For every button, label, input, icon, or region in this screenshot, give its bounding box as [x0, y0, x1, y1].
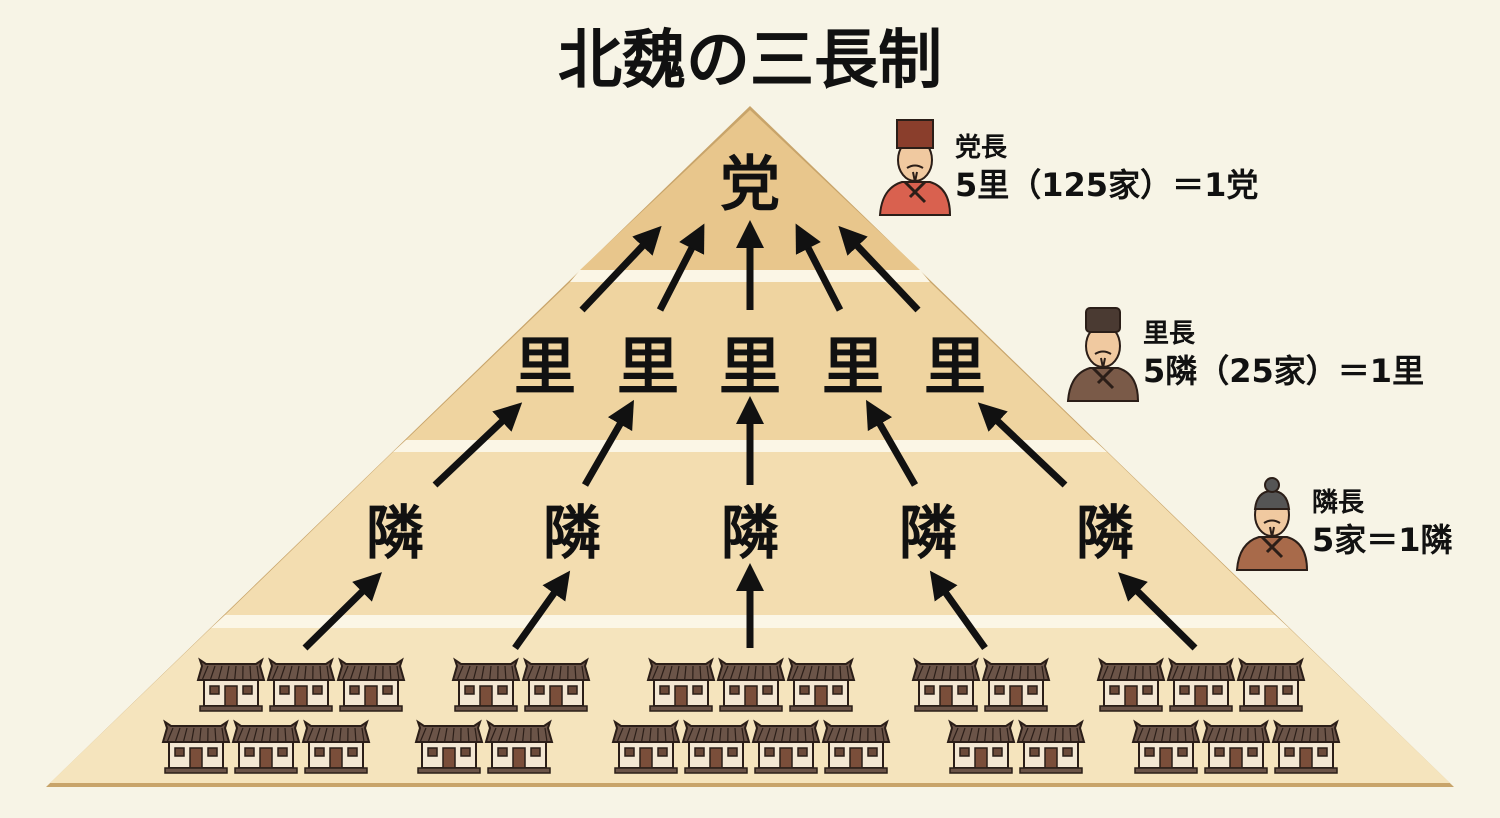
house-icon — [196, 657, 266, 712]
robe-icon — [1066, 367, 1140, 402]
house-icon — [1236, 657, 1306, 712]
house-icon — [1131, 719, 1201, 774]
dang-label: 党 — [720, 150, 780, 220]
house-icon — [1271, 719, 1341, 774]
li-label: 里 — [822, 330, 884, 403]
arrow-up — [795, 223, 844, 312]
official-title: 里長 — [1143, 319, 1196, 349]
house-icon — [484, 719, 554, 774]
house-icon — [231, 719, 301, 774]
hat-icon — [896, 119, 934, 149]
lin-label: 隣 — [1076, 499, 1134, 567]
house-icon — [786, 657, 856, 712]
arrow-up — [656, 223, 705, 312]
robe-icon — [878, 181, 952, 216]
arrow-up — [579, 225, 662, 313]
tier-dang — [580, 110, 920, 270]
lin-label: 隣 — [543, 499, 601, 567]
li-label: 里 — [719, 330, 781, 403]
arrow-up — [977, 402, 1068, 488]
page-title: 北魏の三長制 — [558, 24, 942, 98]
house-icon — [646, 657, 716, 712]
official-rule: 5隣（25家）＝1里 — [1143, 352, 1424, 390]
house-icon — [821, 719, 891, 774]
li-label: 里 — [617, 330, 679, 403]
arrow-up — [838, 225, 921, 313]
house-icon — [521, 657, 591, 712]
lin-label: 隣 — [721, 499, 779, 567]
house-icon — [1201, 719, 1271, 774]
house-icon — [1096, 657, 1166, 712]
arrow-up — [512, 570, 571, 651]
official-title: 党長 — [955, 133, 1008, 163]
house-icon — [681, 719, 751, 774]
house-icon — [161, 719, 231, 774]
official-title: 隣長 — [1312, 488, 1365, 518]
hair-icon — [1253, 489, 1291, 510]
official-rule: 5里（125家）＝1党 — [955, 166, 1258, 204]
house-icon — [981, 657, 1051, 712]
house-icon — [911, 657, 981, 712]
house-icon — [751, 719, 821, 774]
house-icon — [301, 719, 371, 774]
house-icon — [611, 719, 681, 774]
hat-icon — [1085, 307, 1121, 333]
lin-label: 隣 — [899, 499, 957, 567]
house-icon — [1016, 719, 1086, 774]
official-figure — [1235, 477, 1309, 571]
house-icon — [716, 657, 786, 712]
arrow-up — [1118, 572, 1198, 651]
house-icon — [1166, 657, 1236, 712]
arrow-up — [929, 570, 988, 651]
arrow-up — [302, 572, 382, 651]
tier-lin — [225, 452, 1275, 615]
lin-label: 隣 — [366, 499, 424, 567]
li-label: 里 — [514, 330, 576, 403]
house-icon — [336, 657, 406, 712]
official-figure — [1066, 307, 1140, 402]
arrow-up — [581, 399, 634, 487]
house-icon — [414, 719, 484, 774]
house-icon — [946, 719, 1016, 774]
arrow-up — [866, 399, 919, 487]
house-icon — [266, 657, 336, 712]
robe-icon — [1235, 536, 1309, 571]
arrow-up — [432, 402, 523, 488]
official-rule: 5家＝1隣 — [1312, 521, 1453, 559]
official-figure — [878, 119, 952, 216]
tier-li — [406, 282, 1094, 440]
house-icon — [451, 657, 521, 712]
li-label: 里 — [924, 330, 986, 403]
